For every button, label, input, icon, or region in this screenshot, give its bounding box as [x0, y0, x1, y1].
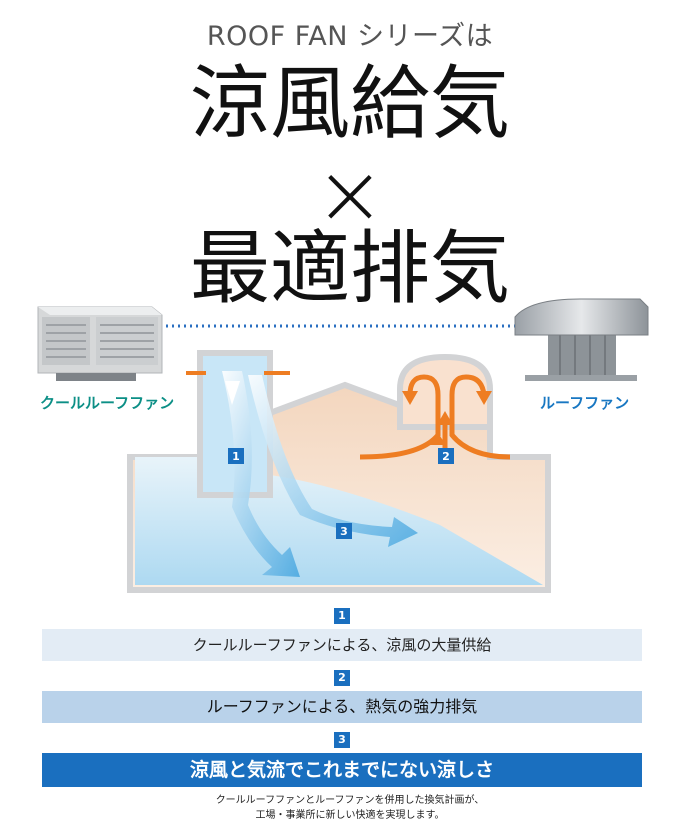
cool-air-arrows — [222, 371, 418, 577]
cool-roof-fan-label: クールルーフファン — [40, 394, 175, 412]
times-symbol: × — [314, 145, 386, 243]
title-line-1: 涼風給気 — [190, 57, 510, 150]
step-3-number: 3 — [334, 732, 350, 748]
roof-fan-image — [514, 298, 649, 381]
diagram-badge-3-text: 3 — [340, 525, 348, 538]
series-heading: ROOF FAN シリーズは — [206, 21, 494, 52]
title-line-2: 最適排気 — [190, 222, 510, 315]
step-2-bar: ルーフファンによる、熱気の強力排気 — [42, 691, 642, 723]
step-2-number: 2 — [334, 670, 350, 686]
ventilation-diagram: 1 2 3 — [37, 298, 649, 593]
cool-roof-fan-image — [37, 306, 163, 381]
roof-fan-label: ルーフファン — [540, 394, 630, 412]
step-1-number: 1 — [334, 608, 350, 624]
step-3-bar: 涼風と気流でこれまでにない涼しさ — [42, 753, 642, 787]
diagram-badge-1 — [228, 448, 244, 464]
step-1-bar: クールルーフファンによる、涼風の大量供給 — [42, 629, 642, 661]
diagram-badge-2 — [438, 448, 454, 464]
exhaust-hood — [397, 353, 493, 430]
diagram-badge-3 — [336, 523, 352, 539]
footer-line-2: 工場・事業所に新しい快適を実現します。 — [255, 810, 445, 821]
diagram-badge-2-text: 2 — [442, 450, 450, 463]
footer-line-1: クールルーフファンとルーフファンを併用した換気計画が、 — [215, 795, 485, 806]
diagram-badge-1-text: 1 — [232, 450, 240, 463]
